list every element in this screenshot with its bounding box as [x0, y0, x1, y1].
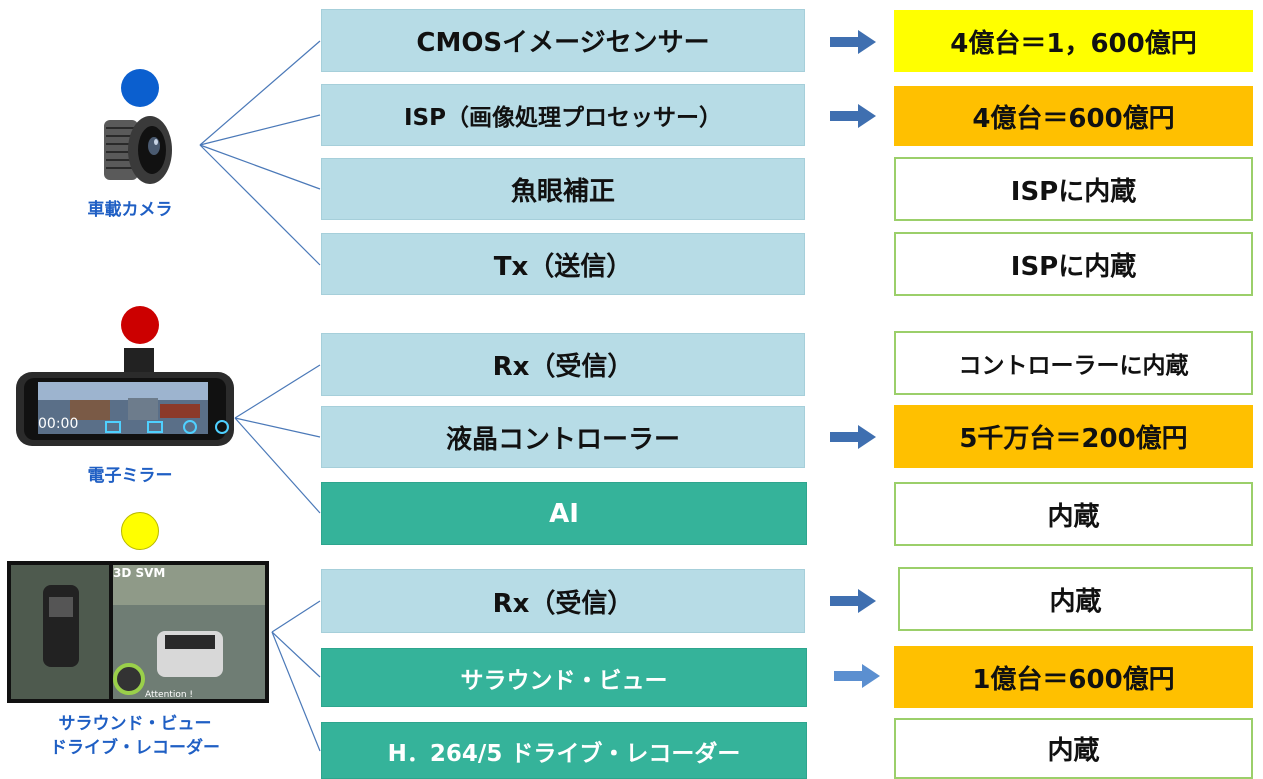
rearview-mirror-icon: 00:00: [16, 348, 234, 446]
result-rx-surround: 内蔵: [898, 567, 1253, 631]
connector-line: [271, 631, 321, 678]
group-3-caption-line-1: サラウンド・ビュー: [58, 714, 212, 734]
component-h264-drive-recorder: H．264/5 ドライブ・レコーダー: [321, 722, 807, 779]
component-ai: AI: [321, 482, 807, 545]
component-fisheye-correction: 魚眼補正: [321, 158, 805, 220]
connector-line: [234, 364, 321, 419]
connector-line: [271, 631, 321, 752]
surround-view-screen-icon: 3D SVM Attention !: [7, 561, 269, 703]
component-cmos-sensor: CMOSイメージセンサー: [321, 9, 805, 72]
connector-line: [199, 114, 321, 146]
result-drive-recorder: 内蔵: [894, 718, 1253, 779]
connector-line: [234, 417, 321, 438]
group-1-caption: 車載カメラ: [87, 200, 173, 220]
result-cmos-market: 4億台＝1，600億円: [894, 10, 1253, 72]
mirror-screen-time: 00:00: [38, 416, 78, 432]
group-1-color-dot: [121, 69, 159, 107]
result-tx: ISPに内蔵: [894, 232, 1253, 296]
result-ai: 内蔵: [894, 482, 1253, 546]
component-lcd-controller: 液晶コントローラー: [321, 406, 805, 468]
result-fisheye: ISPに内蔵: [894, 157, 1253, 221]
connector-line: [199, 144, 321, 266]
component-surround-view: サラウンド・ビュー: [321, 648, 807, 707]
arrow-right-icon: [834, 664, 880, 688]
arrow-right-icon: [830, 589, 876, 613]
group-2-color-dot: [121, 306, 159, 344]
group-2-caption: 電子ミラー: [87, 466, 173, 486]
result-isp-market: 4億台＝600億円: [894, 86, 1253, 146]
connector-line: [271, 600, 321, 633]
component-isp: ISP（画像処理プロセッサー）: [321, 84, 805, 146]
component-rx-surround: Rx（受信）: [321, 569, 805, 633]
group-3-caption-line-2: ドライブ・レコーダー: [50, 738, 220, 758]
arrow-right-icon: [830, 30, 876, 54]
connector-line: [199, 40, 321, 146]
screen-notice: Attention !: [145, 690, 193, 700]
component-tx: Tx（送信）: [321, 233, 805, 295]
connector-line: [234, 417, 321, 514]
group-3-caption: サラウンド・ビュー ドライブ・レコーダー: [20, 712, 250, 760]
arrow-right-icon: [830, 104, 876, 128]
connector-line: [199, 144, 321, 190]
camera-lens-icon: [104, 116, 172, 184]
component-rx-mirror: Rx（受信）: [321, 333, 805, 396]
group-3-color-dot: [121, 512, 159, 550]
result-rx-mirror: コントローラーに内蔵: [894, 331, 1253, 395]
arrow-right-icon: [830, 425, 876, 449]
result-lcd-controller-market: 5千万台＝200億円: [894, 405, 1253, 468]
result-surround-view-market: 1億台＝600億円: [894, 646, 1253, 708]
screen-mode-label: 3D SVM: [113, 566, 165, 580]
